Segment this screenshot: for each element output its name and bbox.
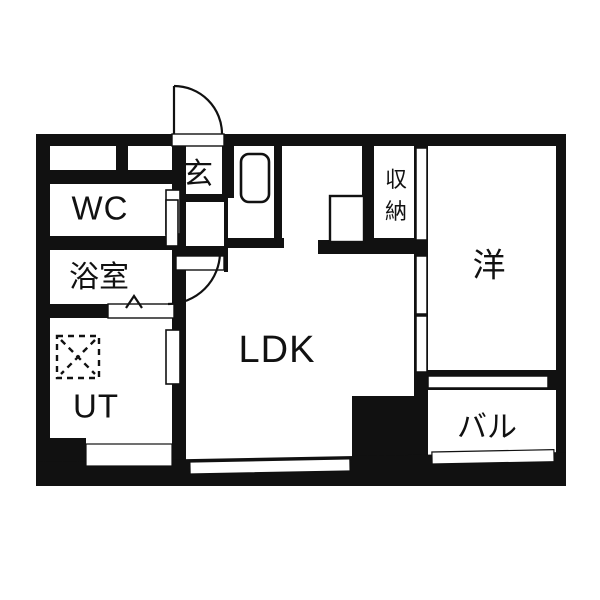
wall-wc-top [36, 170, 176, 184]
closet-panel[interactable] [415, 147, 428, 241]
kitchen-sink-icon [239, 152, 271, 204]
balcony-rail-window[interactable] [431, 449, 555, 465]
balcony-door[interactable] [427, 375, 549, 389]
room-labels: LDK 洋 WC 浴室 UT 玄 収 納 バル [69, 158, 517, 444]
closet-sliding-door[interactable] [415, 147, 428, 241]
window-openings [85, 133, 555, 475]
bath-door-sill[interactable] [107, 303, 175, 319]
wall-niche-divider [116, 140, 128, 174]
room-label-bath: 浴室 [69, 261, 129, 294]
hall-door-arc [167, 251, 222, 306]
door-swings [167, 84, 224, 306]
closet-interior [372, 146, 420, 238]
wall-genkan-sill [176, 194, 226, 202]
bath-room-interior [50, 248, 172, 308]
wall-wc-bath [36, 236, 176, 250]
entrance-door-arc [173, 84, 224, 135]
room-label-yoshitsu: 洋 [473, 247, 506, 284]
room-label-ut: UT [73, 388, 119, 425]
room-label-closet-line1: 収 [385, 167, 407, 192]
room-label-wc: WC [72, 190, 129, 227]
bath-unit-icon [125, 294, 143, 309]
sliding-panel-upper[interactable] [415, 255, 428, 315]
room-label-balcony: バル [457, 411, 517, 444]
balcony-door-panel[interactable] [427, 375, 549, 389]
refrigerator-space-icon [328, 194, 366, 244]
balcony-interior [428, 390, 556, 468]
sliding-panel-lower[interactable] [415, 315, 428, 373]
room-label-closet-line2: 納 [385, 199, 407, 224]
wc-upper-niche-left [50, 146, 118, 172]
yoshitsu-sliding-doors[interactable] [415, 255, 428, 373]
wall-closet-bottom [318, 240, 422, 254]
genkan-ldk-opening[interactable] [175, 255, 225, 271]
washer-pan-x2 [60, 339, 96, 375]
room-label-genkan: 玄 [183, 158, 213, 191]
wall-kitchen-right [274, 146, 282, 242]
washer-pan-icon [55, 334, 101, 380]
wall-genkan-right [222, 134, 234, 198]
wc-upper-niche-right [126, 146, 172, 172]
genkan-left-slot[interactable] [165, 199, 179, 247]
wall-balcony-left [414, 384, 428, 470]
wall-yoshitsu-left-mid [414, 240, 428, 254]
entrance-door-opening[interactable] [171, 133, 225, 147]
room-label-ldk: LDK [239, 329, 316, 371]
ut-room-interior [50, 318, 172, 442]
ut-lower-opening[interactable] [85, 443, 173, 467]
ut-window-slot[interactable] [165, 329, 181, 385]
wall-ldk-corner-block [352, 396, 414, 474]
yoshitsu-interior [428, 146, 556, 372]
wall-genkan-bottom [172, 246, 228, 256]
wc-room-interior [50, 182, 172, 238]
ldk-south-window[interactable] [189, 458, 351, 475]
fixtures-layer [55, 148, 366, 380]
wall-kitchen-bottom [228, 238, 284, 248]
